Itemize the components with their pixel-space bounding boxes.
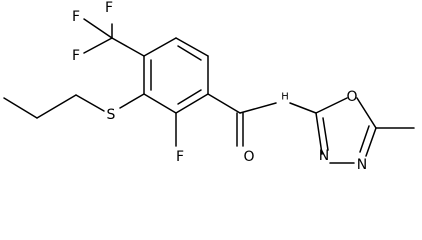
bond-sulfur-ch2 xyxy=(75,94,105,112)
atom-ring-n-left: N xyxy=(319,148,329,164)
bond-ring-bottom-right xyxy=(175,93,209,114)
bond-ring-inner-bottom xyxy=(177,89,202,105)
atom-carbonyl-o: O xyxy=(243,149,254,165)
bond-cf3-f-left xyxy=(83,18,113,39)
bond-oxd-n3-c2-1 xyxy=(315,112,323,155)
bond-carbonyl-nh xyxy=(239,102,277,114)
atom-amide-h: H xyxy=(281,92,289,103)
atom-f-left: F xyxy=(72,9,80,25)
bond-ring-bottom-left xyxy=(143,93,177,114)
bond-ring-sulfur xyxy=(119,93,145,109)
bond-ch2-ch2 xyxy=(36,94,77,119)
molecule-canvas: F F F S F O H O N N xyxy=(3,0,415,173)
bond-oxd-c5-n4-1 xyxy=(365,127,377,157)
bond-oxd-o-c5 xyxy=(356,97,377,129)
bond-cf3-f-lower xyxy=(83,37,113,54)
bond-oxd-n3-c2-2 xyxy=(322,117,329,151)
bond-oxd-c2-o xyxy=(315,97,348,114)
molecule-structure: F F F S F O H O N N xyxy=(3,0,415,173)
bond-ring-carbonyl xyxy=(207,93,241,114)
bond-oxd-c5-n4-2 xyxy=(359,125,370,153)
atom-f-lower: F xyxy=(72,48,80,64)
bond-ch2-ch3 xyxy=(3,97,38,119)
bond-ring-inner-top xyxy=(177,45,202,61)
bond-ring-top xyxy=(143,37,177,57)
atom-fluoro: F xyxy=(176,149,184,165)
atom-ring-n-right: N xyxy=(357,157,367,173)
bond-nh-oxadiazole xyxy=(289,102,317,114)
atom-sulfur: S xyxy=(107,107,116,123)
bond-ring-top-right xyxy=(175,37,209,57)
bond-ring-cf3 xyxy=(111,37,145,57)
atom-ring-o: O xyxy=(346,89,357,105)
atom-f-top: F xyxy=(105,0,113,16)
